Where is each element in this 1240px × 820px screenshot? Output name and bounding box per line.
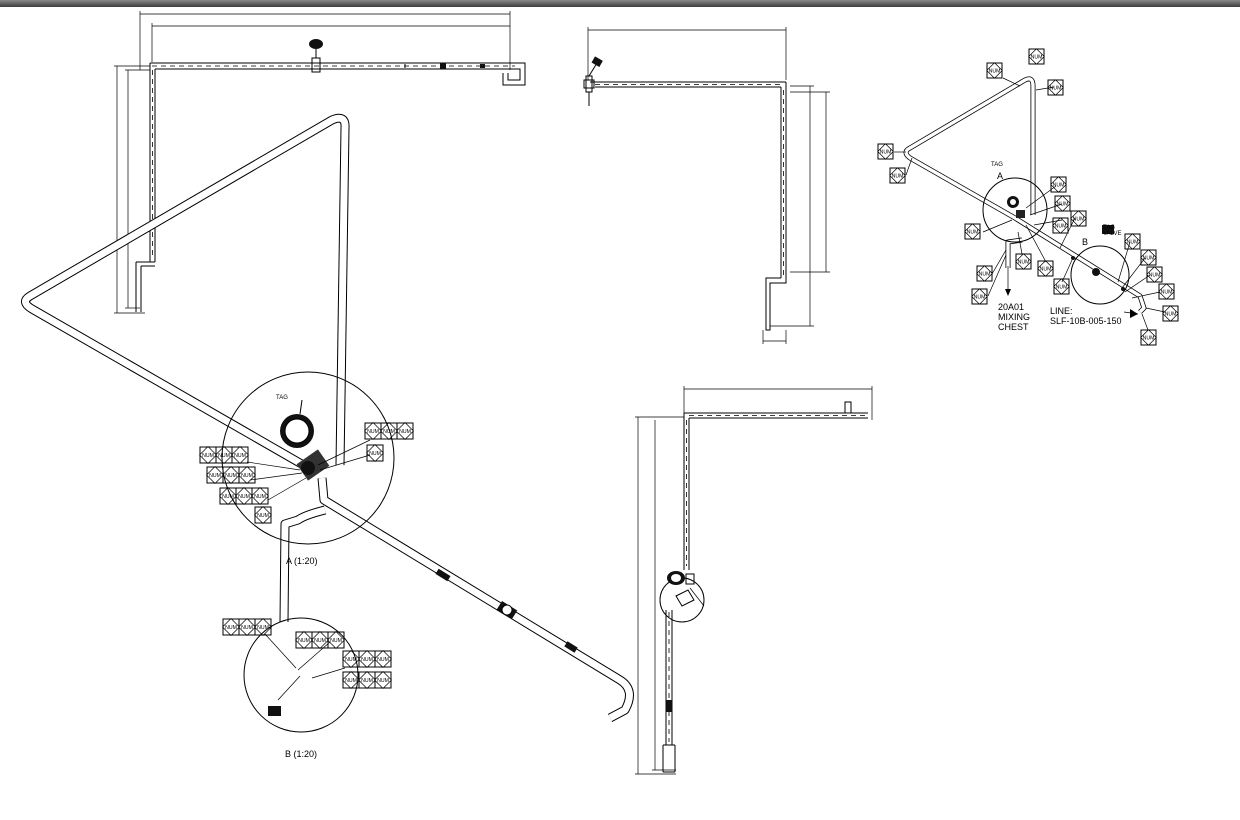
- equipment-label-2: MIXING: [998, 312, 1030, 322]
- svg-text:NUM: NUM: [209, 473, 221, 479]
- svg-text:NUM: NUM: [238, 494, 250, 500]
- svg-text:NUM: NUM: [225, 625, 237, 631]
- svg-text:NUM: NUM: [241, 625, 253, 631]
- key-tag-label: TAG: [991, 162, 1003, 168]
- line-label-2: SLF-10B-005-150: [1050, 316, 1122, 326]
- svg-text:NUM: NUM: [367, 429, 379, 435]
- svg-text:NUM: NUM: [1031, 55, 1043, 61]
- tag-label: TAG: [276, 395, 288, 401]
- svg-text:NUM: NUM: [377, 657, 389, 663]
- svg-text:NUM: NUM: [1161, 290, 1173, 296]
- svg-text:NUM: NUM: [345, 657, 357, 663]
- balloon-group-a-right: NUM NUM NUM NUM: [364, 422, 414, 462]
- svg-text:NUM: NUM: [361, 657, 373, 663]
- svg-text:NUM: NUM: [241, 473, 253, 479]
- svg-text:NUM: NUM: [218, 453, 230, 459]
- svg-text:NUM: NUM: [1143, 256, 1155, 262]
- svg-text:NUM: NUM: [1050, 86, 1062, 92]
- svg-text:NUM: NUM: [234, 453, 246, 459]
- svg-text:NUM: NUM: [1143, 336, 1155, 342]
- balloon-group-a-left: NUM NUM NUM NUM NUM NUM NUM NUM NUM NUM: [199, 446, 272, 524]
- svg-text:NUM: NUM: [1149, 273, 1161, 279]
- svg-text:NUM: NUM: [257, 625, 269, 631]
- equipment-label-3: CHEST: [998, 322, 1029, 332]
- svg-text:NUM: NUM: [254, 494, 266, 500]
- line-label-1: LINE:: [1050, 306, 1073, 316]
- svg-text:NUM: NUM: [1073, 217, 1085, 223]
- svg-text:NUM: NUM: [399, 429, 411, 435]
- svg-text:NUM: NUM: [892, 174, 904, 180]
- detail-b-label: B (1:20): [285, 749, 317, 759]
- svg-text:NUM: NUM: [298, 638, 310, 644]
- svg-text:NUM: NUM: [225, 473, 237, 479]
- svg-text:NUM: NUM: [361, 678, 373, 684]
- svg-text:NUM: NUM: [314, 638, 326, 644]
- key-b-callout-2: VALVE: [1103, 231, 1121, 237]
- svg-text:NUM: NUM: [974, 295, 986, 301]
- svg-text:NUM: NUM: [1040, 267, 1052, 273]
- key-detail-a-label: A: [997, 171, 1003, 181]
- svg-text:NUM: NUM: [1127, 240, 1139, 246]
- svg-text:NUM: NUM: [345, 678, 357, 684]
- equipment-label-1: 20A01: [998, 302, 1024, 312]
- svg-text:NUM: NUM: [967, 230, 979, 236]
- svg-text:NUM: NUM: [202, 453, 214, 459]
- svg-text:NUM: NUM: [222, 494, 234, 500]
- key-b-callout-1: TAG: [1103, 225, 1115, 231]
- svg-text:NUM: NUM: [257, 513, 269, 519]
- key-balloons: NUM NUM NUM NUM NUM NUM NUM NUM NUM NUM …: [877, 48, 1179, 346]
- svg-text:NUM: NUM: [377, 678, 389, 684]
- svg-text:NUM: NUM: [1056, 285, 1068, 291]
- svg-text:NUM: NUM: [330, 638, 342, 644]
- detail-a-label: A (1:20): [286, 556, 318, 566]
- elevation-view-2: [583, 27, 830, 344]
- window-title-bar: [0, 0, 1240, 7]
- svg-text:NUM: NUM: [1165, 312, 1177, 318]
- elevation-view-3: [635, 386, 873, 775]
- svg-text:NUM: NUM: [369, 451, 381, 457]
- key-detail-b-label: B: [1082, 237, 1088, 247]
- elevation-view-1: [114, 11, 526, 314]
- svg-text:NUM: NUM: [989, 69, 1001, 75]
- svg-text:NUM: NUM: [1057, 202, 1069, 208]
- svg-text:NUM: NUM: [979, 272, 991, 278]
- svg-text:NUM: NUM: [1055, 224, 1067, 230]
- svg-text:NUM: NUM: [1053, 183, 1065, 189]
- svg-text:NUM: NUM: [1018, 260, 1030, 266]
- svg-text:NUM: NUM: [383, 429, 395, 435]
- isometric-key-view: NUM NUM NUM NUM NUM NUM NUM NUM NUM NUM …: [877, 48, 1179, 346]
- balloon-group-b: NUM NUM NUM NUM NUM NUM NUM NUM NUM NUM …: [222, 618, 392, 689]
- isometric-main-view: NUM NUM NUM NUM NUM NUM NUM NUM NUM NUM …: [21, 113, 634, 759]
- svg-text:NUM: NUM: [880, 150, 892, 156]
